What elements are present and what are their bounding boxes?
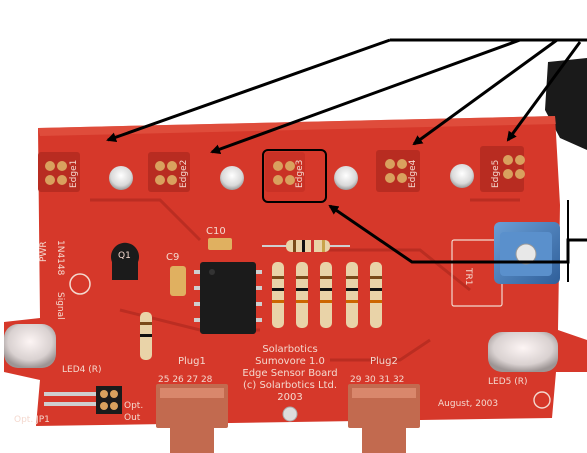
- capacitor-c9: C9: [166, 252, 186, 296]
- edge-label-4: Edge4: [408, 159, 418, 188]
- plug1-label: Plug1: [178, 356, 206, 367]
- edge-label-2: Edge2: [179, 160, 189, 188]
- led4-label: LED4 (R): [62, 365, 102, 375]
- date-label: August, 2003: [438, 399, 498, 409]
- board-brand: Solarbotics: [262, 344, 317, 355]
- edge-pad-2: Edge2: [148, 152, 190, 192]
- out-label: Out: [124, 413, 141, 423]
- opt-label: Opt.: [124, 401, 143, 411]
- board-model: Sumovore 1.0: [255, 356, 325, 367]
- pwr-label: PWR: [39, 241, 49, 262]
- resistor-left: [140, 312, 152, 360]
- led-2: [220, 166, 244, 190]
- plug1: Plug1 25 26 27 28: [156, 356, 228, 453]
- edge-label-3: Edge3: [295, 160, 305, 188]
- mounting-hole: [282, 406, 298, 422]
- plug1-pins: 25 26 27 28: [158, 375, 213, 385]
- edge3-highlight-box: [262, 149, 327, 203]
- board-copyright: (c) Solarbotics Ltd.: [243, 380, 337, 391]
- signal-label: Signal: [55, 292, 65, 320]
- board-info-text: Solarbotics Sumovore 1.0 Edge Sensor Boa…: [242, 344, 337, 403]
- plug2-pins: 29 30 31 32: [350, 375, 404, 385]
- led5: LED5 (R): [488, 332, 558, 387]
- edge-pad-3: Edge3: [265, 152, 305, 192]
- diode-label: 1N4148: [55, 240, 65, 276]
- annotation-arrows: [106, 38, 587, 282]
- resistor-array: [272, 262, 382, 328]
- led-3: [334, 166, 358, 190]
- edge-label-5: Edge5: [491, 160, 501, 188]
- potentiometer: [494, 222, 560, 284]
- edge-pad-1: Edge1: [38, 152, 80, 192]
- board-name: Edge Sensor Board: [242, 368, 337, 379]
- plug2: Plug2 29 30 31 32: [348, 356, 420, 453]
- capacitor-c10: C10: [206, 226, 232, 250]
- edge-pad-5: Edge5: [480, 146, 525, 192]
- resistor-horizontal: [262, 240, 350, 252]
- tr1-label: TR1: [463, 267, 473, 285]
- opt-jp1-label: Opt. JP1: [14, 415, 50, 425]
- plug2-label: Plug2: [370, 356, 398, 367]
- led4: LED4 (R): [4, 324, 102, 375]
- c10-label: C10: [206, 226, 226, 237]
- ic-chip: [194, 262, 262, 334]
- logo-mark: [533, 391, 551, 409]
- opt-jp1: Opt. JP1 Opt. Out: [14, 386, 143, 425]
- led-4: [450, 164, 474, 188]
- led-1: [109, 166, 133, 190]
- edge-label-1: Edge1: [69, 160, 79, 188]
- pwr-area: PWR Signal 1N4148: [39, 240, 91, 320]
- transistor-q1: Q1: [111, 242, 139, 280]
- edge-pad-4: Edge4: [376, 150, 420, 192]
- c9-label: C9: [166, 252, 179, 263]
- q1-label: Q1: [118, 251, 131, 261]
- led5-label: LED5 (R): [488, 377, 528, 387]
- board-year: 2003: [277, 392, 302, 403]
